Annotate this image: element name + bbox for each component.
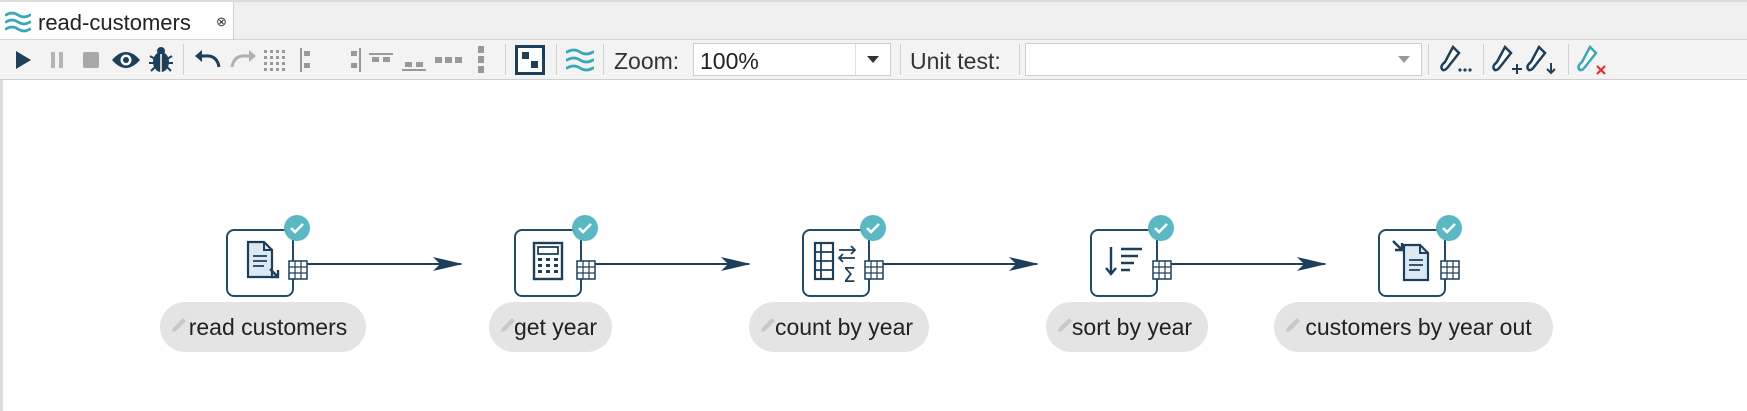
pipeline-icon[interactable] (564, 40, 596, 79)
toolbar-separator (556, 44, 557, 75)
status-success-icon (1436, 215, 1462, 241)
zoom-select[interactable]: 100% (693, 43, 891, 76)
transform-name: sort by year (1071, 313, 1193, 340)
pencil-icon (498, 311, 518, 338)
status-success-icon (1148, 215, 1174, 241)
transform-name: read customers (188, 313, 348, 340)
status-success-icon (284, 215, 310, 241)
text-file-input-icon (240, 239, 280, 288)
text-file-output-icon (1390, 238, 1434, 289)
status-success-icon (860, 215, 886, 241)
status-success-icon (572, 215, 598, 241)
align-top-icon[interactable] (367, 40, 395, 79)
align-right-icon[interactable] (345, 40, 365, 79)
snap-to-grid-icon[interactable] (261, 40, 291, 79)
toolbar-separator (1019, 44, 1020, 75)
undo-icon[interactable] (191, 40, 225, 79)
transform-sort-by-year[interactable] (1090, 229, 1158, 297)
chevron-down-icon[interactable] (855, 44, 890, 75)
transform-label[interactable]: get year (489, 302, 612, 352)
stop-icon[interactable] (78, 40, 104, 79)
svg-text:Σ: Σ (843, 263, 856, 286)
transform-count-by-year[interactable]: Σ (802, 229, 870, 297)
pipeline-icon (4, 11, 32, 38)
group-by-icon: Σ (807, 236, 865, 291)
transform-label[interactable]: sort by year (1046, 302, 1208, 352)
transform-get-year[interactable] (514, 229, 582, 297)
align-bottom-icon[interactable] (400, 40, 428, 79)
transform-label[interactable]: read customers (160, 302, 366, 352)
transform-customers-by-year-out[interactable] (1378, 229, 1446, 297)
transform-name: count by year (774, 313, 914, 340)
unit-test-select[interactable] (1025, 43, 1422, 76)
distribute-vertical-icon[interactable] (471, 40, 491, 79)
unit-test-edit-icon[interactable] (1438, 40, 1474, 79)
toolbar-separator (505, 44, 506, 75)
transform-label[interactable]: customers by year out (1274, 302, 1553, 352)
data-grid-icon[interactable] (1440, 260, 1460, 280)
tab-title: read-customers (38, 10, 191, 35)
toolbar-separator (900, 44, 901, 75)
sort-rows-icon (1102, 241, 1146, 286)
toolbar-separator (1568, 44, 1569, 75)
distribute-horizontal-icon[interactable] (433, 40, 463, 79)
panel-toggle-icon[interactable] (513, 40, 547, 79)
tab-bar-top-line (0, 0, 1747, 2)
hop-2[interactable] (583, 257, 751, 271)
data-grid-icon[interactable] (864, 260, 884, 280)
transform-label[interactable]: count by year (749, 302, 929, 352)
toolbar-separator (183, 44, 184, 75)
debug-icon[interactable] (146, 40, 176, 79)
unit-test-label: Unit test: (910, 48, 1001, 74)
hop-4[interactable] (1159, 257, 1327, 271)
hop-1[interactable] (295, 257, 463, 271)
pipeline-toolbar: Zoom: 100% Unit test: (0, 40, 1747, 80)
calculator-icon (530, 241, 566, 286)
pause-icon[interactable] (44, 40, 70, 79)
run-icon[interactable] (10, 40, 36, 79)
pencil-icon (169, 311, 189, 338)
align-left-icon[interactable] (296, 40, 316, 79)
pipeline-canvas[interactable]: read customers get year Σ count by year … (0, 80, 1747, 411)
data-grid-icon[interactable] (1152, 260, 1172, 280)
pencil-icon (758, 311, 778, 338)
unit-test-remove-icon[interactable] (1575, 40, 1611, 79)
transform-name: get year (513, 313, 598, 340)
tab-read-customers[interactable]: read-customers ⊗ (0, 2, 234, 39)
hop-3[interactable] (871, 257, 1039, 271)
chevron-down-icon[interactable] (1387, 44, 1421, 75)
pencil-icon (1283, 311, 1303, 338)
data-grid-icon[interactable] (576, 260, 596, 280)
toolbar-separator (603, 44, 604, 75)
data-grid-icon[interactable] (288, 260, 308, 280)
tab-close-icon[interactable]: ⊗ (216, 14, 227, 29)
zoom-value: 100% (700, 48, 759, 74)
pencil-icon (1055, 311, 1075, 338)
unit-test-add-icon[interactable] (1490, 40, 1526, 79)
preview-icon[interactable] (109, 40, 143, 79)
transform-name: customers by year out (1305, 313, 1532, 340)
redo-icon[interactable] (226, 40, 260, 79)
transform-read-customers[interactable] (226, 229, 294, 297)
toolbar-separator (1428, 44, 1429, 75)
zoom-label: Zoom: (614, 48, 680, 74)
toolbar-separator (1483, 44, 1484, 75)
unit-test-download-icon[interactable] (1524, 40, 1560, 79)
tab-bar: read-customers ⊗ (0, 0, 1747, 40)
hop-layer (295, 257, 1327, 271)
